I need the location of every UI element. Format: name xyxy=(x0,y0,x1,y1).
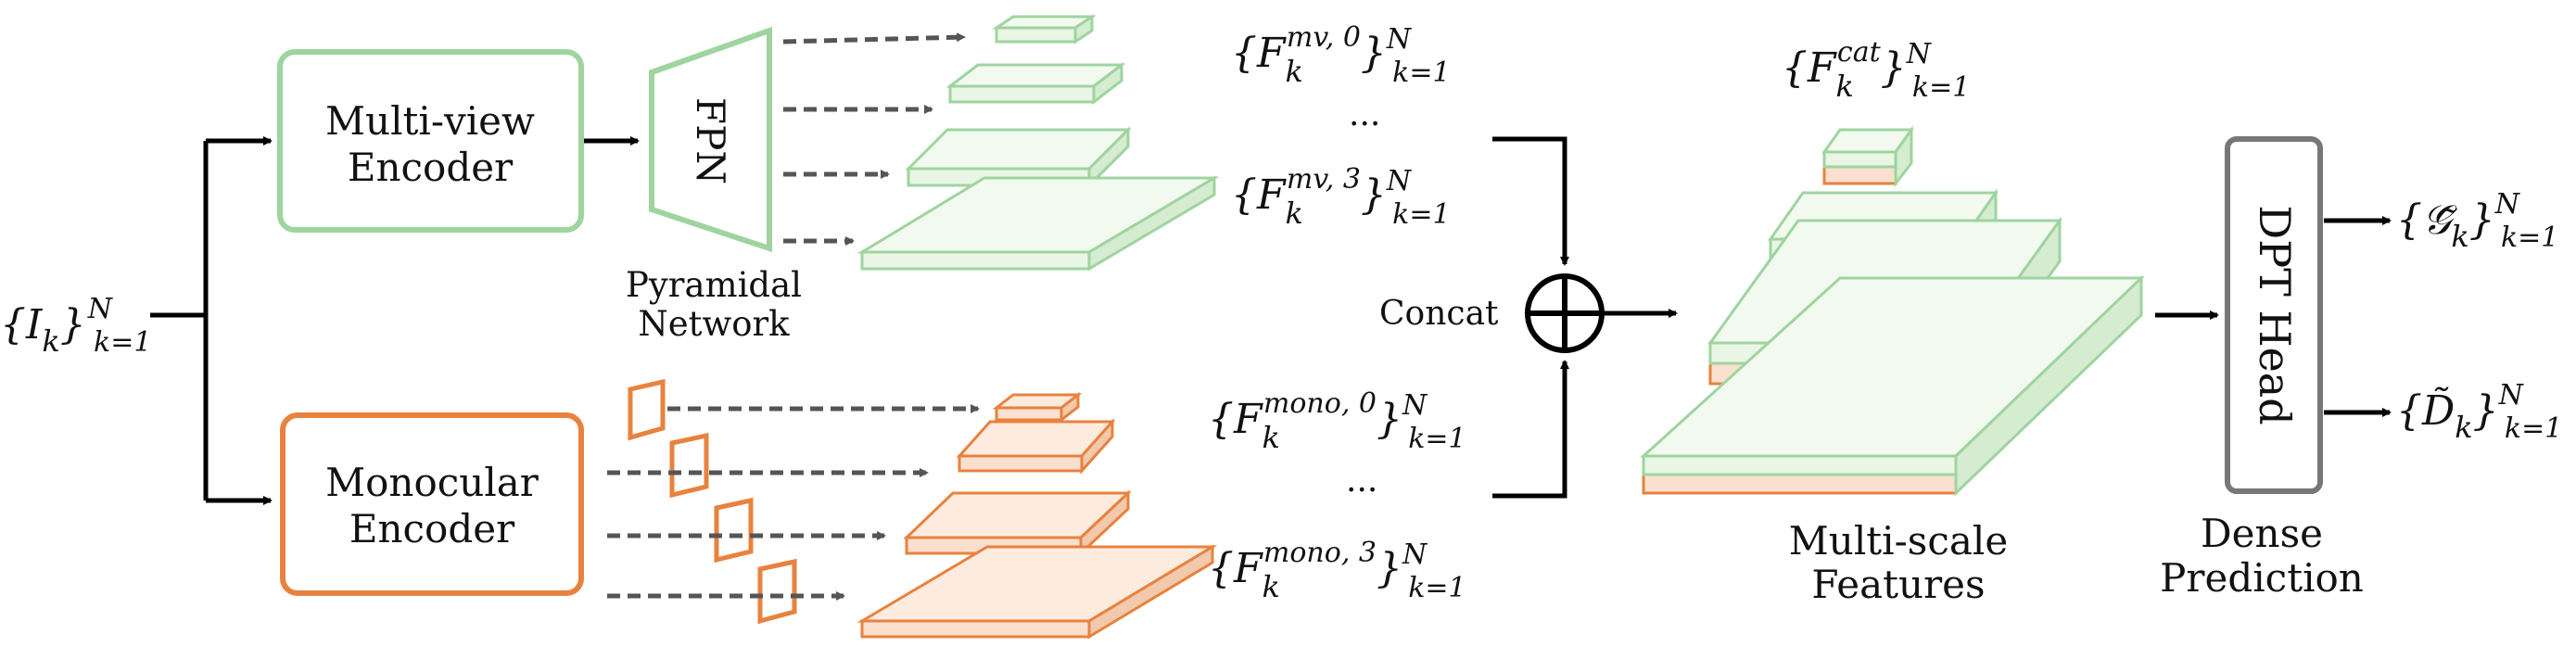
concat-label: Concat xyxy=(1379,295,1499,333)
monocular-encoder-line2: Encoder xyxy=(349,506,515,551)
ellipsis-bottom: ... xyxy=(1346,462,1377,500)
fpn-caption-line2: Network xyxy=(638,304,790,344)
mono-slab-0 xyxy=(992,391,1083,424)
multiview-encoder-line2: Encoder xyxy=(348,145,514,190)
mono-adapters xyxy=(628,378,797,625)
fpn-caption-line1: Pyramidal xyxy=(626,265,802,305)
dpt-head-label: DPT Head xyxy=(2250,205,2300,424)
output-arrows xyxy=(2324,216,2392,417)
multiscale-caption-line1: Multi-scale xyxy=(1789,518,2008,564)
mono-dashed-arrows xyxy=(607,404,980,601)
multiscale-feature-slabs xyxy=(1640,125,2145,497)
fpn-block: FPN xyxy=(649,26,772,253)
head-caption-line2: Prediction xyxy=(2160,555,2364,601)
cat-slab-0 xyxy=(1821,125,1914,188)
mv-slab-0 xyxy=(992,14,1097,44)
head-caption-line1: Dense xyxy=(2201,511,2323,556)
multiview-feature-slabs xyxy=(857,14,1220,272)
multiview-encoder-box: Multi-view Encoder xyxy=(277,49,584,233)
multiview-encoder-line1: Multi-view xyxy=(325,98,535,144)
monocular-encoder-line1: Monocular xyxy=(325,460,539,505)
monocular-encoder-box: Monocular Encoder xyxy=(280,412,584,596)
mv-slab-1 xyxy=(945,61,1126,106)
mono-slab-2 xyxy=(903,489,1132,557)
concat-connectors xyxy=(1492,136,1678,499)
cat-slab-3 xyxy=(1640,274,2145,497)
fpn-dashed-arrows xyxy=(782,32,966,246)
mono-slab-1 xyxy=(956,418,1116,475)
multiscale-caption-line2: Features xyxy=(1811,562,1985,607)
dpt-head-box: DPT Head xyxy=(2225,136,2323,494)
input-branch-arrows xyxy=(150,136,273,505)
fpn-label: FPN xyxy=(688,97,733,184)
mv-slab-3 xyxy=(857,175,1220,272)
mono-slab-3 xyxy=(857,544,1218,640)
ellipsis-top: ... xyxy=(1349,95,1380,133)
mono-feature-slabs xyxy=(857,391,1218,640)
concat-operator-icon xyxy=(1525,273,1605,353)
